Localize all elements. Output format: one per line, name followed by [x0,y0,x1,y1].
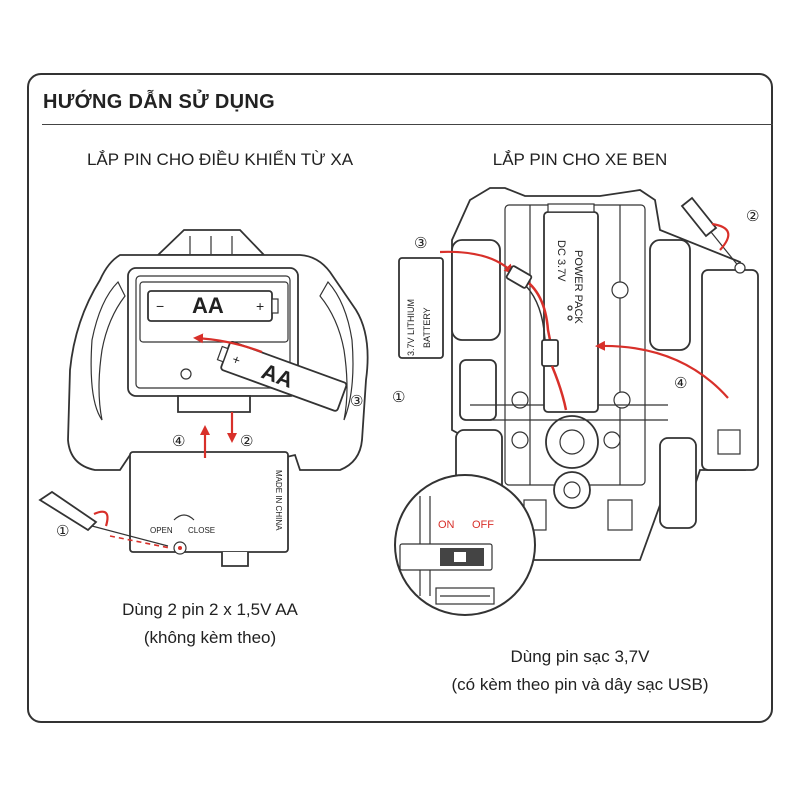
connector-top [505,265,533,289]
switch-off-label: OFF [472,519,494,531]
battery-installed: − + AA [147,290,279,322]
switch-knob [454,552,466,562]
truck-heading: LẮP PIN CHO XE BEN [492,150,668,169]
screwdriver-left [38,490,169,547]
truck-caption: Dùng pin sạc 3,7V (có kèm theo pin và dâ… [405,643,755,699]
remote-step3-marker: ③ [350,392,363,410]
remote-step4-marker: ④ [172,432,185,450]
page-title: HƯỚNG DẪN SỬ DỤNG [43,91,276,113]
remote-step2-marker: ② [240,432,253,450]
remote-caption: Dùng 2 pin 2 x 1,5V AA (không kèm theo) [40,596,380,652]
screw-guide-line [109,535,171,549]
battery-label-aa: AA [192,293,224,318]
battery-minus-sign: − [156,298,164,314]
lithium-battery: 3.7V LITHIUM BATTERY [398,257,444,359]
truck-step1-marker: ① [392,388,405,406]
instruction-frame [27,73,773,723]
made-in-china-label: MADE IN CHINA [274,470,283,531]
screwdriver-right [680,196,746,274]
close-label: CLOSE [188,526,215,535]
truck-caption-line1: Dùng pin sạc 3,7V [510,647,650,666]
connector-bottom [541,339,559,367]
battery-plus-sign: + [256,298,264,314]
remote-caption-line1: Dùng 2 pin 2 x 1,5V AA [122,600,298,619]
remote-caption-line2: (không kèm theo) [143,628,277,647]
remote-step1-marker: ① [56,522,69,540]
arrow-step4-truck [595,340,729,399]
pack-line1: DC 3.7V [555,240,567,282]
battery-cover: MADE IN CHINA OPEN CLOSE [129,451,289,567]
insert-battery-arrow [193,333,263,354]
power-pack: DC 3.7V POWER PACK [543,203,599,413]
pack-line2: POWER PACK [572,250,584,324]
truck-caption-line2: (có kèm theo pin và dây sạc USB) [451,675,709,694]
wire-arrow-step3 [439,250,515,275]
switch-inset: ON OFF [394,474,536,616]
truck-step2-marker: ② [746,207,759,225]
switch-on-label: ON [438,519,455,531]
title-divider [42,124,773,125]
remote-heading: LẮP PIN CHO ĐIỀU KHIỂN TỪ XA [86,150,354,169]
battery-text-line1: 3.7V LITHIUM [406,299,416,356]
red-wire-lower [550,365,568,411]
remote-control [67,229,369,471]
open-label: OPEN [150,526,173,535]
truck-step3-marker: ③ [414,234,427,252]
truck-step4-marker: ④ [674,374,687,392]
battery-text-line2: BATTERY [422,307,432,348]
